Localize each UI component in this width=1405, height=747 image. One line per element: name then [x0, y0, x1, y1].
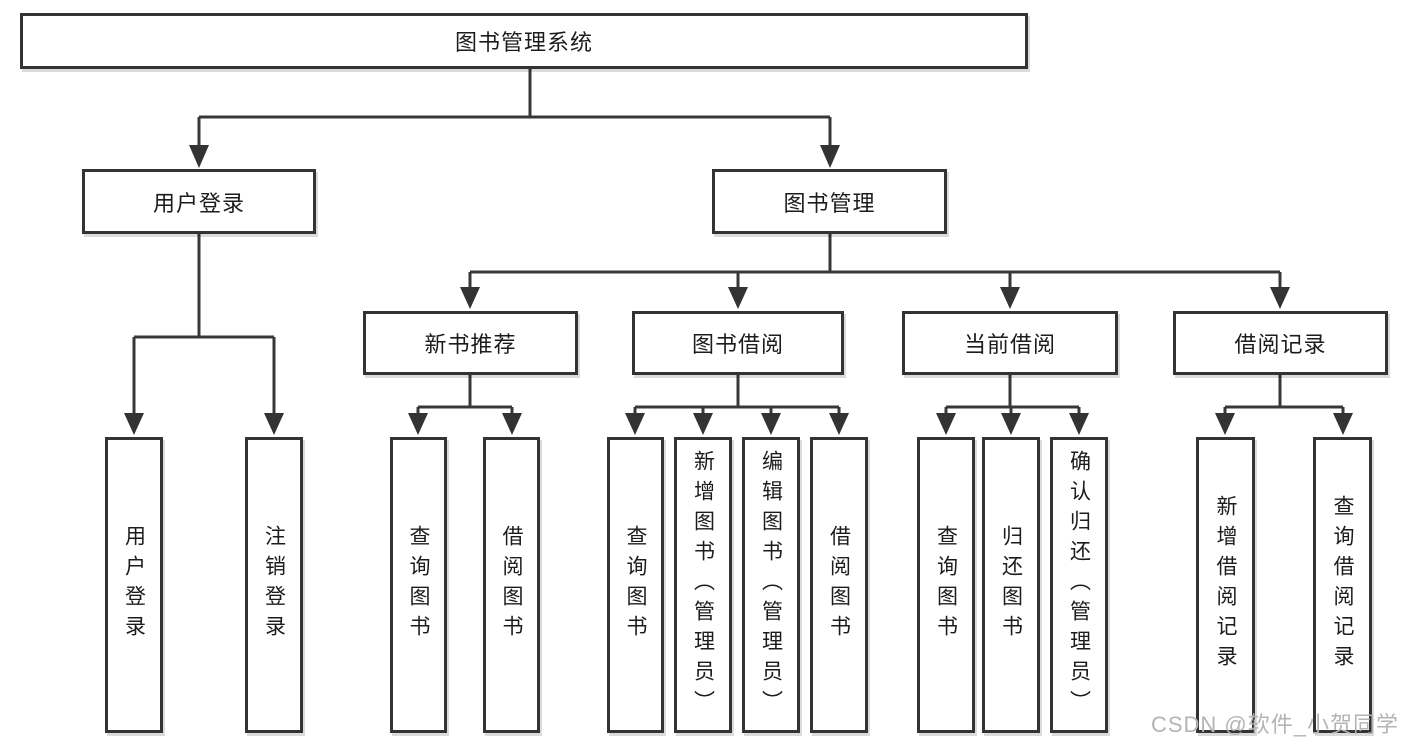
branch-lines [416, 375, 514, 418]
node-user-login: 用户登录 [82, 169, 316, 234]
arrowhead [1333, 413, 1353, 435]
arrowhead [829, 413, 849, 435]
leaf-label: 新增图书（管理员） [691, 450, 715, 720]
node-book-management: 图书管理 [712, 169, 947, 234]
arrowhead [1001, 413, 1021, 435]
arrowhead [124, 413, 144, 435]
leaf-borrow-books: 借阅图书 [810, 437, 868, 733]
connector-borrow-record-branch [1215, 375, 1353, 435]
connector-book-management-branch [460, 234, 1290, 309]
connector-current-borrow-branch [936, 375, 1089, 435]
leaf-label: 注销登录 [262, 525, 286, 645]
branch-lines [468, 234, 1282, 293]
arrowhead [693, 413, 713, 435]
leaf-label: 归还图书 [999, 525, 1023, 645]
leaf-label: 查询图书 [407, 525, 430, 645]
arrowhead [1215, 413, 1235, 435]
arrowhead [1069, 413, 1089, 435]
arrowhead [460, 287, 480, 309]
node-root-system: 图书管理系统 [20, 13, 1028, 69]
node-new-book-recommend: 新书推荐 [363, 311, 578, 375]
csdn-watermark: CSDN @软件_小贺同学 [1150, 712, 1399, 737]
connector-new-book-branch [408, 375, 522, 435]
leaf-borrow-query-books: 查询图书 [607, 437, 664, 733]
leaf-query-borrow-record: 查询借阅记录 [1313, 437, 1372, 733]
arrowhead [761, 413, 781, 435]
leaf-label: 编辑图书（管理员） [759, 450, 783, 720]
leaf-user-login: 用户登录 [105, 437, 163, 733]
branch-lines [132, 234, 276, 418]
leaf-add-books-admin: 新增图书（管理员） [674, 437, 732, 733]
leaf-label: 借阅图书 [827, 525, 851, 645]
leaf-confirm-return-admin: 确认归还（管理员） [1050, 437, 1108, 733]
arrowhead [264, 413, 284, 435]
branch-lines [1223, 375, 1345, 418]
connector-user-login-branch [124, 234, 284, 435]
arrowhead [1270, 287, 1290, 309]
leaf-label: 查询图书 [624, 525, 647, 645]
leaf-newrec-query-books: 查询图书 [390, 437, 447, 733]
branch-lines [944, 375, 1081, 418]
arrowhead [728, 287, 748, 309]
arrowhead [189, 145, 209, 168]
leaf-label: 查询借阅记录 [1331, 495, 1354, 675]
connector-book-borrow-branch [625, 375, 849, 435]
leaf-logout: 注销登录 [245, 437, 303, 733]
arrowhead [820, 145, 840, 168]
leaf-edit-books-admin: 编辑图书（管理员） [742, 437, 800, 733]
node-current-borrowing: 当前借阅 [902, 311, 1118, 375]
arrowhead [502, 413, 522, 435]
branch-lines [197, 69, 832, 152]
leaf-label: 查询图书 [934, 525, 958, 645]
connector-root-branch [189, 69, 840, 168]
arrowhead [408, 413, 428, 435]
branch-lines [633, 375, 841, 418]
leaf-label: 借阅图书 [500, 525, 523, 645]
node-book-borrowing: 图书借阅 [632, 311, 844, 375]
leaf-newrec-borrow-books: 借阅图书 [483, 437, 540, 733]
leaf-label: 确认归还（管理员） [1067, 450, 1091, 720]
leaf-label: 新增借阅记录 [1214, 495, 1237, 675]
leaf-current-query-books: 查询图书 [917, 437, 975, 733]
arrowhead [1000, 287, 1020, 309]
node-borrowing-records: 借阅记录 [1173, 311, 1388, 375]
arrowhead [625, 413, 645, 435]
leaf-return-books: 归还图书 [982, 437, 1040, 733]
arrowhead [936, 413, 956, 435]
leaf-add-borrow-record: 新增借阅记录 [1196, 437, 1255, 733]
leaf-label: 用户登录 [122, 525, 146, 645]
